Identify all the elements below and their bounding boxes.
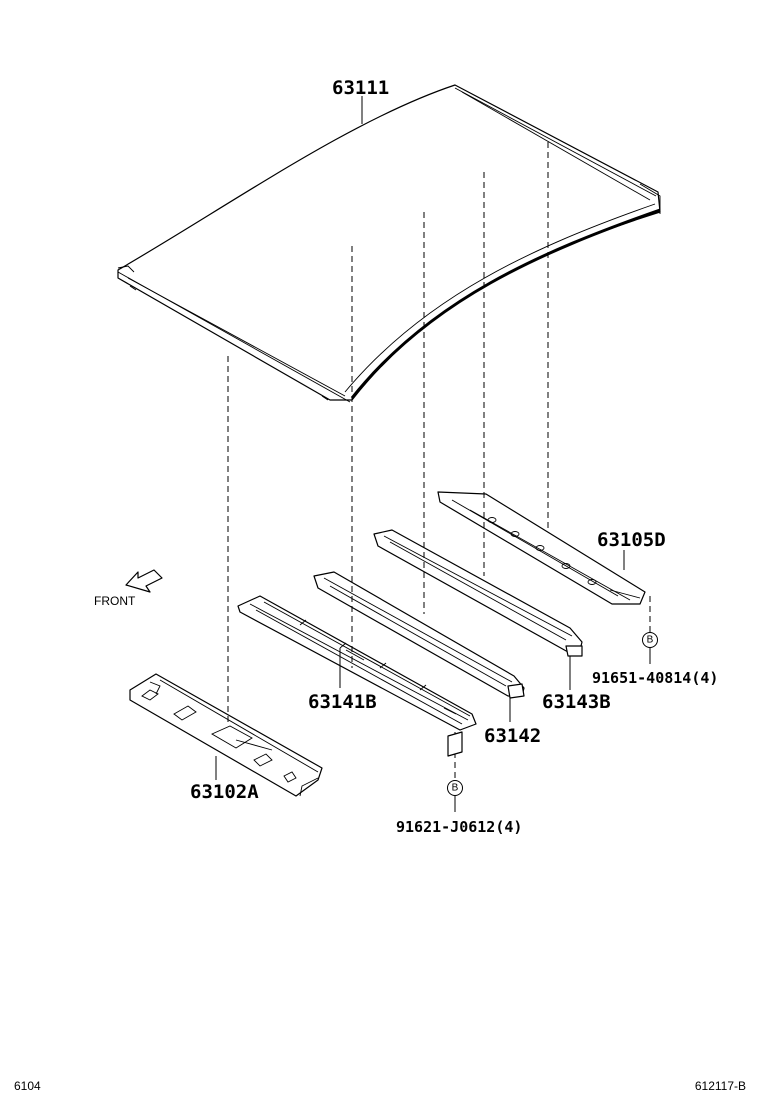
part-number-header-rear[interactable]: 63105D bbox=[597, 529, 666, 551]
page-code: 6104 bbox=[14, 1079, 41, 1093]
callout-letter-rear: B bbox=[647, 635, 654, 646]
front-arrow-icon bbox=[125, 569, 163, 593]
bolt-callout-front[interactable]: B bbox=[447, 731, 463, 796]
part-number-roof-panel[interactable]: 63111 bbox=[332, 77, 389, 99]
part-number-header-front[interactable]: 63102A bbox=[190, 781, 259, 803]
roof-reinforcement-front[interactable] bbox=[237, 595, 477, 731]
roof-reinforcement-rear[interactable] bbox=[373, 529, 583, 657]
part-number-reinforcement-front[interactable]: 63141B bbox=[308, 691, 377, 713]
roof-panel[interactable] bbox=[117, 84, 661, 403]
bolt-number-front[interactable]: 91621-J0612(4) bbox=[396, 818, 522, 836]
figure-code: 612117-B bbox=[695, 1079, 746, 1093]
part-number-reinforcement-center[interactable]: 63142 bbox=[484, 725, 541, 747]
part-number-reinforcement-rear[interactable]: 63143B bbox=[542, 691, 611, 713]
roof-header-panel-front[interactable] bbox=[129, 673, 323, 797]
roof-reinforcement-center[interactable] bbox=[313, 571, 525, 699]
alignment-lines bbox=[227, 142, 651, 780]
bolt-callout-rear[interactable]: B bbox=[642, 632, 658, 648]
callout-letter-front: B bbox=[452, 783, 459, 794]
bolt-number-rear[interactable]: 91651-40814(4) bbox=[592, 669, 718, 687]
leader-lines bbox=[215, 96, 651, 812]
roof-header-panel-rear[interactable] bbox=[437, 491, 646, 605]
front-direction-label: FRONT bbox=[94, 594, 136, 608]
